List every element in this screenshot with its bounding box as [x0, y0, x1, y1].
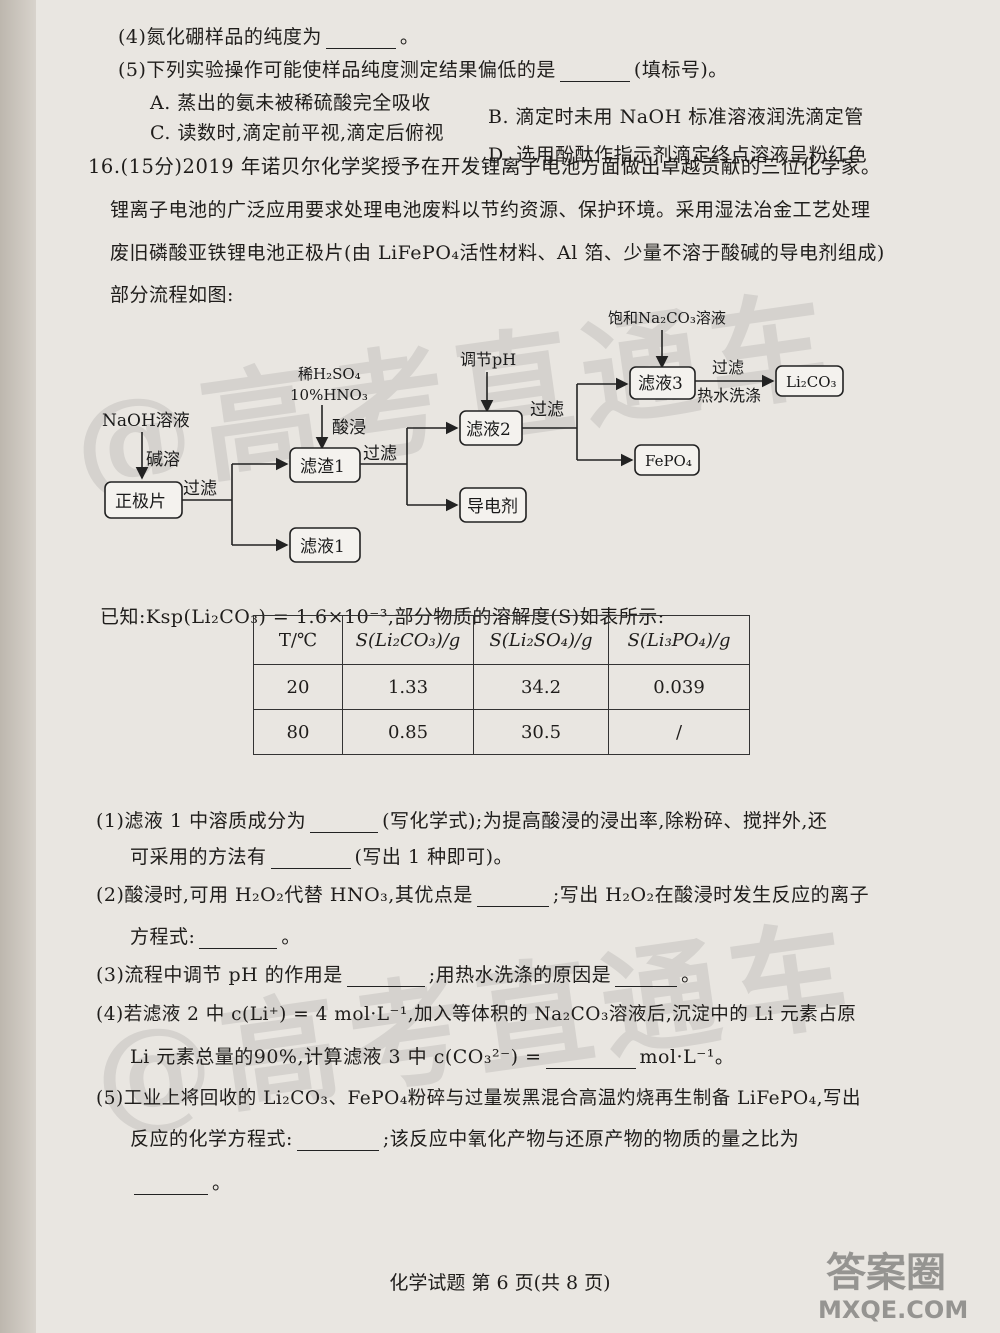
- page-footer: 化学试题 第 6 页(共 8 页): [389, 1272, 611, 1294]
- label-naoh: NaOH溶液: [102, 411, 190, 431]
- answer-blank[interactable]: [270, 868, 351, 869]
- q15-option-a: A. 蒸出的氨未被稀硫酸完全吸收: [150, 92, 431, 114]
- label-lvye3: 滤液3: [638, 374, 683, 394]
- label-daodianji: 导电剂: [467, 497, 518, 517]
- table-row: 20 1.33 34.2 0.039: [253, 664, 750, 710]
- label-li2co3: Li₂CO₃: [786, 373, 837, 391]
- label-fepo4: FePO₄: [645, 452, 692, 470]
- page-binding-edge: [0, 0, 36, 1333]
- answer-blank[interactable]: [134, 1194, 208, 1195]
- answer-blank[interactable]: [559, 81, 630, 82]
- box-lvye3: [629, 366, 696, 400]
- label-guolv3: 过滤: [530, 400, 564, 420]
- table-header-cell: T/℃: [253, 615, 343, 665]
- q16-sub5-line2: 反应的化学方程式:;该反应中氧化产物与还原产物的物质的量之比为: [130, 1128, 800, 1151]
- process-flowchart: NaOH溶液 碱溶 正极片 过滤 稀H₂SO₄ 10%HNO₃ 酸浸 滤渣1 过…: [102, 309, 844, 563]
- answer-blank[interactable]: [476, 906, 549, 907]
- box-zhengjipian: [104, 481, 183, 519]
- q16-sub2-line1: (2)酸浸时,可用 H₂O₂代替 HNO₃,其优点是;写出 H₂O₂在酸浸时发生…: [96, 884, 870, 907]
- q16-sub2-line2: 方程式:。: [130, 926, 301, 949]
- box-fepo4: [634, 444, 700, 476]
- table-cell: 20: [253, 664, 343, 710]
- q16-sub4-line1: (4)若滤液 2 中 c(Li⁺) = 4 mol·L⁻¹,加入等体积的 Na₂…: [96, 1004, 857, 1025]
- q16-intro-2: 锂离子电池的广泛应用要求处理电池废料以节约资源、保护环境。采用湿法冶金工艺处理: [110, 199, 871, 221]
- table-row: 80 0.85 30.5 /: [253, 709, 750, 755]
- corner-site-mark: 答案圈: [826, 1250, 946, 1296]
- table-header-cell: S(Li₂SO₄)/g: [473, 615, 609, 665]
- answer-blank[interactable]: [325, 48, 396, 49]
- label-lvye2: 滤液2: [466, 420, 511, 440]
- answer-blank[interactable]: [346, 986, 425, 987]
- box-li2co3: [775, 365, 844, 397]
- table-cell: 34.2: [473, 664, 609, 710]
- label-zhengjipian: 正极片: [115, 492, 166, 512]
- label-baohe: 饱和Na₂CO₃溶液: [608, 309, 726, 327]
- box-lvye2: [459, 410, 523, 446]
- table-cell: 0.039: [608, 664, 750, 710]
- answer-blank[interactable]: [199, 948, 278, 949]
- table-cell: 30.5: [473, 709, 609, 755]
- box-lvzha1: [289, 447, 361, 483]
- q15-part5: (5)下列实验操作可能使样品纯度测定结果偏低的是(填标号)。: [118, 59, 728, 82]
- label-lvye1: 滤液1: [300, 537, 345, 557]
- corner-site-url: MXQE.COM: [818, 1296, 969, 1324]
- label-suanjin: 酸浸: [332, 418, 366, 438]
- answer-blank[interactable]: [545, 1068, 636, 1069]
- box-lvye1: [289, 527, 361, 563]
- q16-intro-4: 部分流程如图:: [110, 284, 234, 306]
- label-guolv1: 过滤: [183, 479, 217, 499]
- label-acid2: 10%HNO₃: [290, 386, 368, 404]
- q16-sub4-line2: Li 元素总量的90%,计算滤液 3 中 c(CO₃²⁻) =mol·L⁻¹。: [130, 1046, 735, 1069]
- q16-sub1-line1: (1)滤液 1 中溶质成分为(写化学式);为提高酸浸的浸出率,除粉碎、搅拌外,还: [96, 810, 828, 833]
- q16-sub5-line1: (5)工业上将回收的 Li₂CO₃、FePO₄粉碎与过量炭黑混合高温灼烧再生制备…: [96, 1088, 862, 1109]
- table-cell: /: [608, 709, 750, 755]
- table-cell: 0.85: [342, 709, 474, 755]
- answer-blank[interactable]: [296, 1150, 379, 1151]
- table-header-cell: S(Li₂CO₃)/g: [342, 615, 474, 665]
- answer-blank[interactable]: [615, 986, 678, 987]
- label-jianrong: 碱溶: [146, 450, 180, 470]
- q16-sub1-line2: 可采用的方法有(写出 1 种即可)。: [130, 846, 514, 869]
- q16-sub3: (3)流程中调节 pH 的作用是;用热水洗涤的原因是。: [96, 964, 701, 987]
- q16-intro-3: 废旧磷酸亚铁锂电池正极片(由 LiFePO₄活性材料、Al 箔、少量不溶于酸碱的…: [110, 242, 885, 264]
- label-guolv2: 过滤: [363, 444, 397, 464]
- table-header-row: T/℃ S(Li₂CO₃)/g S(Li₂SO₄)/g S(Li₃PO₄)/g: [253, 615, 750, 665]
- box-daodianji: [459, 487, 527, 523]
- label-lvzha1: 滤渣1: [300, 457, 345, 477]
- label-tiaojie: 调节pH: [460, 350, 516, 369]
- table-cell: 1.33: [342, 664, 474, 710]
- q16-sub5-line3: 。: [130, 1168, 232, 1195]
- table-header-cell: S(Li₃PO₄)/g: [608, 615, 750, 665]
- q16-intro-1: 16.(15分)2019 年诺贝尔化学奖授予在开发锂离子电池方面做出卓越贡献的三…: [88, 155, 881, 178]
- q15-option-c: C. 读数时,滴定前平视,滴定后俯视: [150, 122, 445, 144]
- label-reshui: 热水洗涤: [697, 386, 761, 405]
- q15-option-d: D. 选用酚酞作指示剂滴定终点溶液呈粉红色: [488, 144, 868, 166]
- label-acid1: 稀H₂SO₄: [298, 365, 361, 383]
- table-cell: 80: [253, 709, 343, 755]
- q15-part4: (4)氮化硼样品的纯度为。: [118, 26, 420, 49]
- answer-blank[interactable]: [310, 832, 379, 833]
- q15-option-b: B. 滴定时未用 NaOH 标准溶液润洗滴定管: [488, 106, 864, 128]
- solubility-table: T/℃ S(Li₂CO₃)/g S(Li₂SO₄)/g S(Li₃PO₄)/g …: [253, 615, 750, 755]
- label-guolv4: 过滤: [712, 358, 744, 377]
